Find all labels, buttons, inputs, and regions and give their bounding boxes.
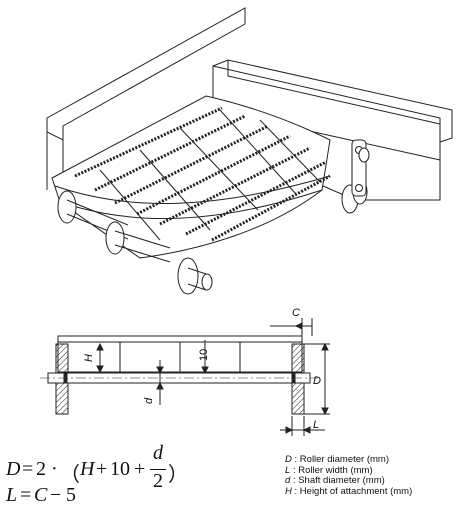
legend-text: : Height of attachment (mm) (294, 485, 413, 497)
formula-D-ten: 10 (110, 458, 130, 480)
label-d: d (143, 397, 155, 404)
formula-L-lhs: L (6, 484, 18, 506)
formula-D-eq: = (22, 458, 34, 480)
legend-symbol: d (285, 475, 291, 486)
legend-text: : Roller width (mm) (292, 464, 373, 476)
dim-H (96, 342, 104, 374)
back-side-frame (46, 7, 246, 190)
formula-L-eq: = (20, 484, 32, 506)
dim-d (156, 360, 164, 405)
label-10: 10 (198, 349, 210, 361)
formula-D-close: ） (168, 464, 188, 486)
label-D: D (313, 375, 321, 387)
dim-L (280, 416, 325, 436)
label-L: L (313, 419, 319, 431)
formula-D-H: H (80, 458, 95, 480)
dim-10 (201, 340, 209, 375)
dimension-labels: C H 10 d D L (83, 307, 321, 431)
legend-symbol: D (285, 454, 292, 465)
formula-D-frac-den: 2 (153, 470, 163, 492)
symbol-legend: D : Roller diameter (mm) L : Roller widt… (285, 454, 413, 498)
cross-section-drawing (40, 318, 330, 436)
formula-D-frac-num: d (153, 442, 163, 464)
conveyor-isometric-drawing (46, 7, 453, 295)
legend-symbol: H (285, 485, 292, 497)
legend-item-d: d : Shaft diameter (mm) (285, 475, 412, 487)
formula-D-two: 2 (36, 458, 46, 480)
label-C: C (292, 307, 300, 319)
legend-symbol: L (285, 464, 291, 476)
legend-item-D: D : Roller diameter (mm) (285, 454, 412, 466)
formula-D-dot: · (51, 458, 58, 480)
legend-item-L: L : Roller width (mm) (285, 464, 412, 477)
dim-C (270, 318, 313, 336)
formula-L-five: 5 (66, 484, 76, 506)
formula-L-minus: − (50, 484, 62, 506)
formula-D-plus2: + (134, 458, 146, 480)
dim-D (304, 342, 330, 416)
legend-text: : Roller diameter (mm) (294, 454, 390, 465)
legend-text: : Shaft diameter (mm) (292, 475, 385, 486)
formula-L-C: C (34, 484, 48, 506)
formula-D-lhs: D (6, 458, 21, 480)
attachment-bracket (351, 139, 370, 197)
formula-D-open: （ (60, 464, 80, 486)
roller-mat (51, 95, 331, 259)
formula-D-frac-bar (150, 469, 166, 470)
legend-item-H: H : Height of attachment (mm) (285, 485, 413, 498)
formula-D-plus1: + (96, 458, 108, 480)
label-H: H (83, 354, 95, 362)
